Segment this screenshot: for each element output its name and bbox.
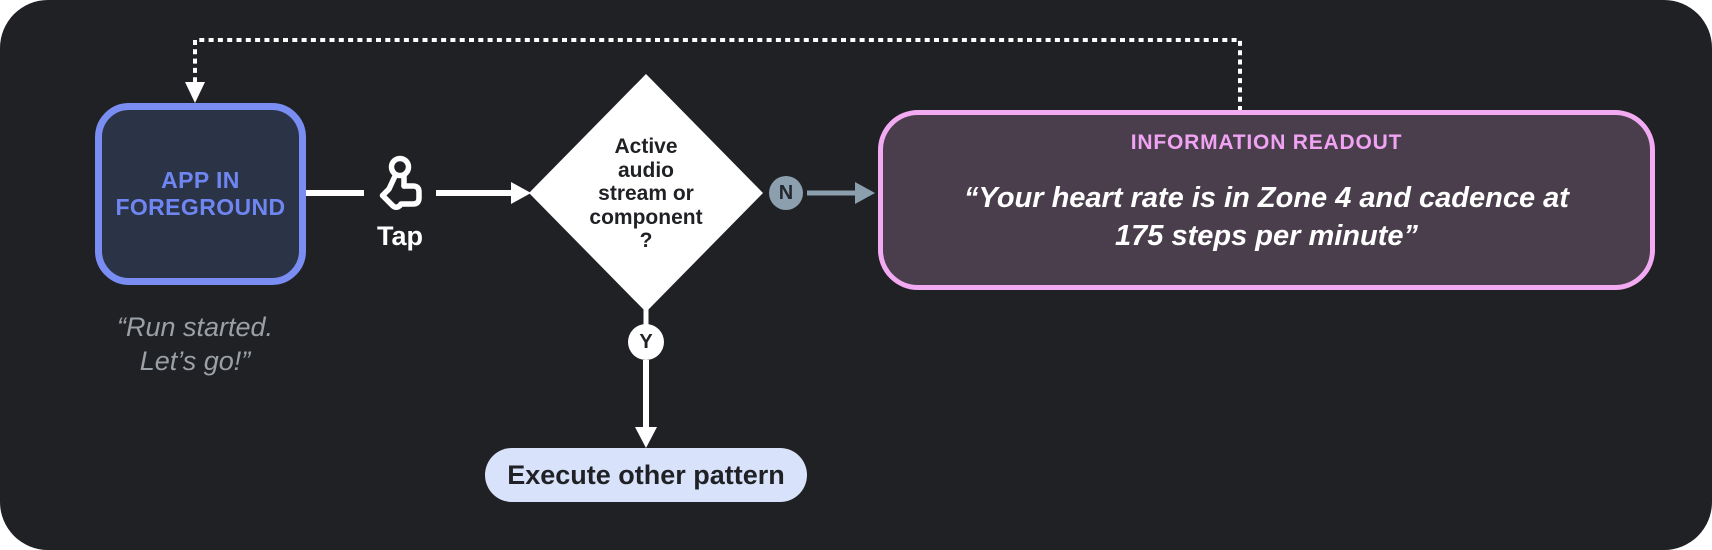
app-node-label: APP IN FOREGROUND	[115, 167, 286, 220]
decision-diamond-shape	[529, 74, 763, 312]
no-branch-arrowhead-icon	[855, 182, 875, 204]
tap-trigger: Tap	[350, 155, 450, 252]
yes-branch-arrowhead-icon	[635, 427, 657, 448]
app-node-voice-caption: “Run started. Let’s go!”	[116, 312, 274, 376]
decision-arrowhead-icon	[511, 182, 531, 204]
readout-title: INFORMATION READOUT	[1130, 131, 1403, 154]
execute-other-pattern-node: Execute other pattern	[485, 448, 807, 502]
app-in-foreground-node: APP IN FOREGROUND	[95, 103, 306, 285]
tap-label: Tap	[377, 221, 423, 251]
tap-gesture-icon	[379, 155, 422, 210]
information-readout-card: INFORMATION READOUT “Your heart rate is …	[878, 110, 1655, 290]
branch-no-badge: N	[769, 176, 803, 210]
branch-yes-badge: Y	[628, 324, 664, 360]
readout-quote: “Your heart rate is in Zone 4 and cadenc…	[964, 182, 1569, 252]
feedback-arrowhead-icon	[185, 82, 205, 103]
decision-question: Active audio stream or component ?	[589, 135, 703, 252]
feedback-dotted-connector	[193, 38, 1242, 111]
